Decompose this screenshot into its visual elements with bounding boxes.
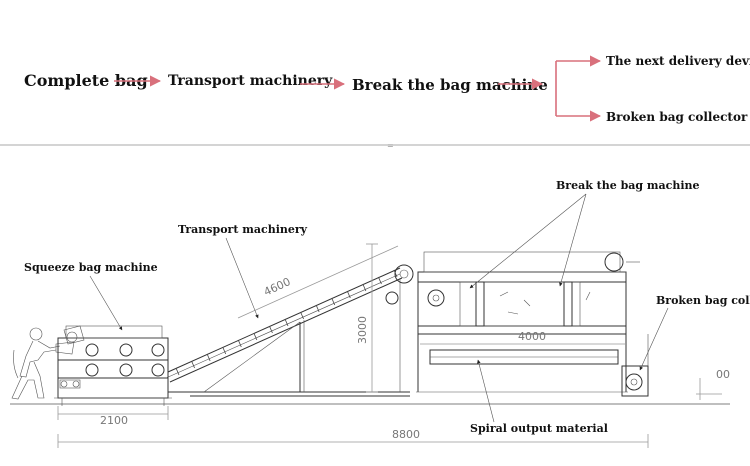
- conveyor-cleat: [362, 283, 367, 292]
- flow-chart: Complete bag Transport machinery Break t…: [24, 54, 750, 124]
- flow-step-complete-bag: Complete bag: [24, 71, 148, 90]
- conveyor-cleat: [206, 353, 211, 362]
- conveyor-cleats: [175, 269, 398, 376]
- transport-conveyor: [165, 264, 414, 397]
- machine-drawing: 4600 3000 4000 2100 8800 00 Squeeze bag …: [10, 179, 750, 448]
- callouts: Squeeze bag machine Transport machinery …: [24, 179, 750, 435]
- label-transport-machinery: Transport machinery: [178, 223, 308, 236]
- conveyor-cleat: [331, 297, 336, 306]
- dim-drum-length: 4000: [518, 330, 546, 343]
- flow-step-break-bag: Break the bag machine: [352, 76, 548, 94]
- conveyor-cleat: [315, 304, 320, 313]
- feed-conveyor: [59, 379, 81, 389]
- flow-output-collector: Broken bag collector: [606, 110, 748, 124]
- conveyor-cleat: [393, 269, 398, 278]
- broken-bag-collector: [621, 334, 649, 397]
- conveyor-cleat: [191, 360, 195, 369]
- squeeze-bag-machine: [54, 325, 172, 406]
- conveyor-cleat: [237, 339, 242, 348]
- label-break-bag-machine: Break the bag machine: [556, 179, 700, 192]
- label-spiral-output: Spiral output material: [470, 422, 608, 435]
- conveyor-cleat: [284, 318, 289, 327]
- worker-figure: [11, 327, 75, 400]
- label-squeeze-bag-machine: Squeeze bag machine: [24, 261, 158, 274]
- conveyor-cleat: [378, 276, 382, 285]
- flow-output-next-device: The next delivery device: [606, 54, 750, 68]
- dim-right-marker: 00: [716, 368, 730, 381]
- conveyor-cleat: [175, 367, 180, 376]
- label-broken-bag-collector: Broken bag collector: [656, 294, 750, 307]
- conveyor-cleat: [222, 346, 227, 355]
- conveyor-cleat: [269, 325, 273, 334]
- dimensions: 4600 3000 4000 2100 8800 00: [57, 243, 730, 448]
- dim-total-length: 8800: [392, 428, 420, 441]
- dim-squeeze-width: 2100: [100, 414, 128, 427]
- conveyor-cleat: [346, 290, 351, 299]
- break-bag-machine: [416, 251, 640, 393]
- conveyor-cleat: [300, 311, 304, 320]
- dim-height: 3000: [356, 316, 369, 344]
- divider-mark: =: [387, 141, 394, 150]
- conveyor-cleat: [253, 332, 258, 341]
- flow-step-transport: Transport machinery: [168, 73, 333, 89]
